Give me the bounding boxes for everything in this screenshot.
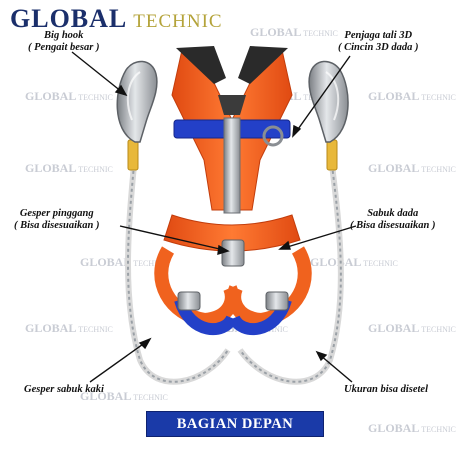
callout-waist-buckle-desc: ( Bisa disesuaikan ) [14,220,100,231]
callout-big-hook-desc: ( Pengait besar ) [28,42,100,53]
watermark-text: GLOBAL TECHNIC [80,255,168,269]
watermark-text: GLOBAL TECHNIC [368,89,456,103]
callout-leg-buckle: Gesper sabuk kaki [24,384,104,396]
callout-waist-buckle-title: Gesper pinggang [19,208,94,219]
brand-logo: GLOBAL TECHNIC [10,4,223,34]
watermark-text: GLOBAL TECHNIC [368,161,456,175]
callout-waist-buckle: Gesper pinggang ( Bisa disesuaikan ) [14,208,99,232]
left-big-hook [116,60,158,143]
watermark-text: GLOBAL TECHNIC [25,89,113,103]
watermark-text: GLOBAL TECHNIC [80,389,168,403]
brand-name-sub: TECHNIC [133,11,223,32]
callout-adjustable-size-title: Ukuran bisa disetel [344,384,429,395]
harness-body [154,46,312,336]
right-big-hook [308,60,349,143]
watermark-text: GLOBAL TECHNIC [25,321,113,335]
callout-big-hook: Big hook ( Pengait besar ) [28,30,99,54]
callout-leg-buckle-title: Gesper sabuk kaki [24,384,104,395]
watermark-text: GLOBAL TECHNIC [250,25,338,39]
callout-3d-ring: Penjaga tali 3D ( Cincin 3D dada ) [338,30,419,54]
callout-pointers [71,51,357,383]
callout-big-hook-title: Big hook [44,30,84,41]
view-label: BAGIAN DEPAN [146,411,324,437]
watermark-text: GLOBAL TECHNIC [25,161,113,175]
callout-chest-strap-title: Sabuk dada [367,208,419,219]
watermark-text: GLOBAL TECHNIC [368,421,456,435]
left-lanyard [125,139,231,385]
watermark-text: GLOBAL TECHNIC [310,255,398,269]
callout-3d-ring-title: Penjaga tali 3D [344,30,413,41]
callout-adjustable-size: Ukuran bisa disetel [344,384,428,396]
watermark-text: GLOBAL TECHNIC [368,321,456,335]
callout-chest-strap: Sabuk dada ( Bisa disesuaikan ) [350,208,435,232]
callout-3d-ring-desc: ( Cincin 3D dada ) [338,42,419,53]
brand-name-main: GLOBAL [10,4,128,33]
right-lanyard [237,139,344,385]
callout-chest-strap-desc: ( Bisa disesuaikan ) [350,220,436,231]
